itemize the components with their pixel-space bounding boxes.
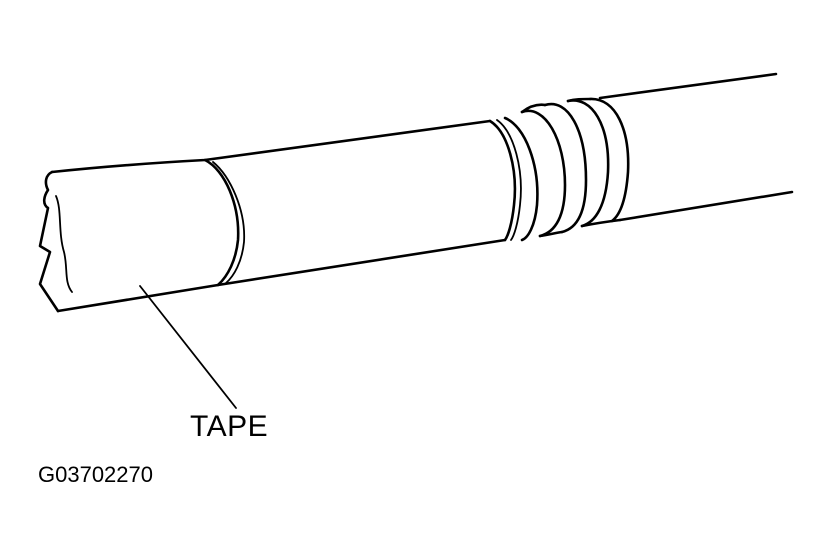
tape-edge [203,158,240,287]
tube-broken-end-detail [55,195,73,293]
tape-callout-label: TAPE [190,410,269,443]
bellows-ring-3 [520,109,567,238]
tube-top-edge [50,72,778,174]
tape-leader-line [139,285,237,409]
figure-id-label: G03702270 [38,462,153,487]
tube-broken-end [38,170,60,313]
tape-edge-inner [212,161,245,284]
bellows-outer-top [520,97,592,114]
bellows-ring-4 [543,102,588,234]
bellows-ring-2 [503,116,539,242]
bellows-ring-5 [566,99,610,228]
tube-bottom-edge [56,190,794,313]
bellows-ring-6 [588,97,630,223]
bellows-outer-bottom [538,218,622,238]
bellows-ring-1-inner [496,119,522,241]
bellows-ring-1 [488,119,517,242]
